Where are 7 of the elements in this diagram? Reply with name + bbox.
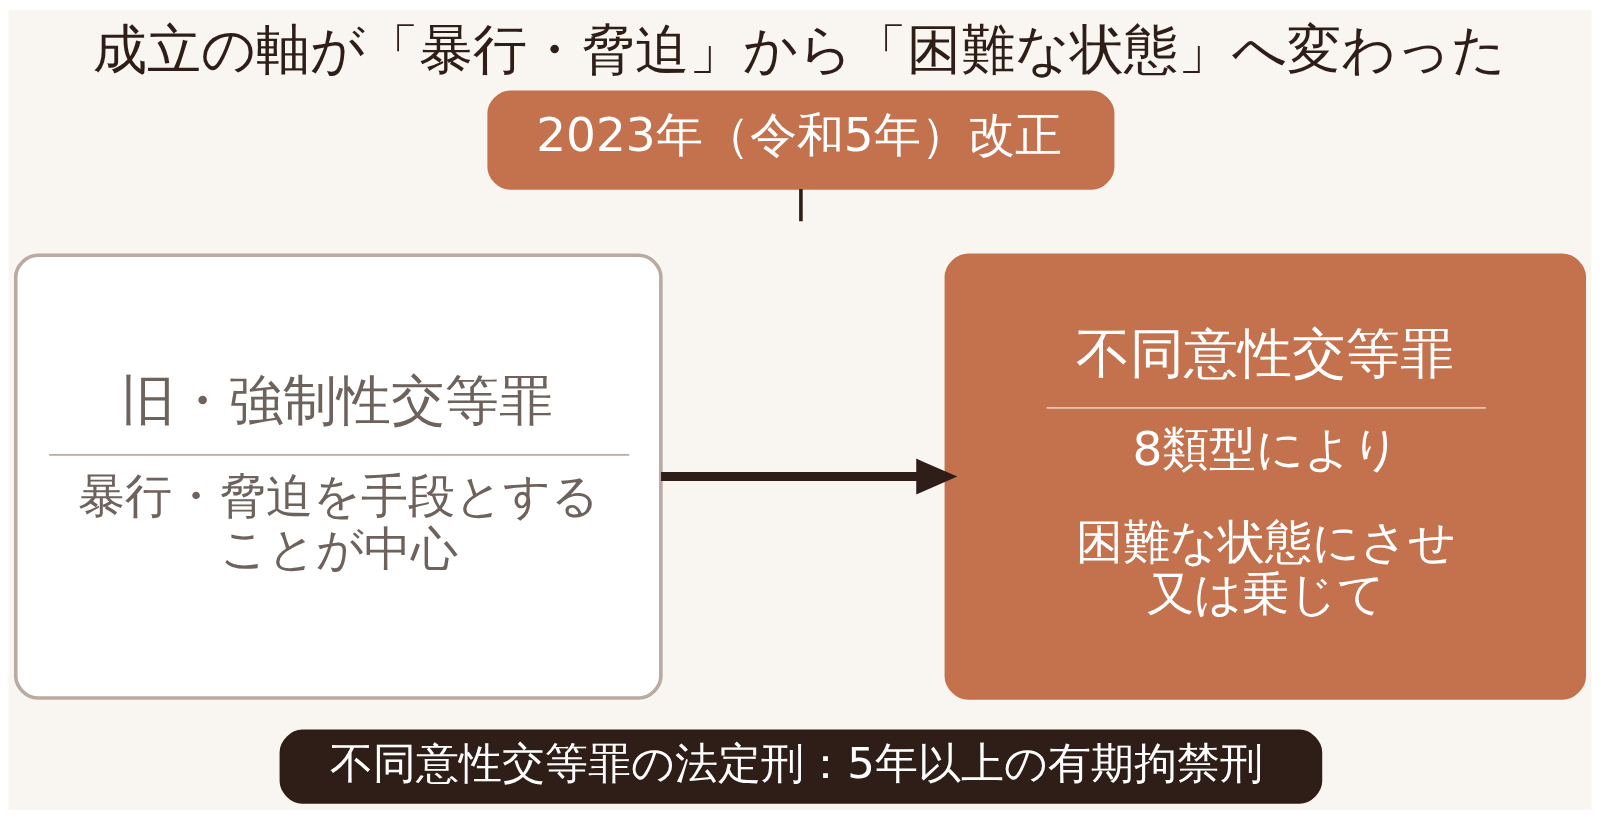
node-box: 不同意性交等罪の法定刑：5年以上の有期拘禁刑 — [279, 729, 1323, 804]
diagram-title: 成立の軸が「暴行・脅迫」から「困難な状態」へ変わった — [93, 17, 1507, 81]
node-box: 2023年（令和5年）改正 — [487, 90, 1115, 190]
node-box: 旧・強制性交等罪 暴行・脅迫を手段とすることが中心 — [13, 253, 663, 700]
node-box: 不同意性交等罪 8類型により 困難な状態にさせ又は乗じて — [944, 253, 1587, 700]
connector — [799, 189, 803, 222]
arrow — [661, 458, 958, 495]
